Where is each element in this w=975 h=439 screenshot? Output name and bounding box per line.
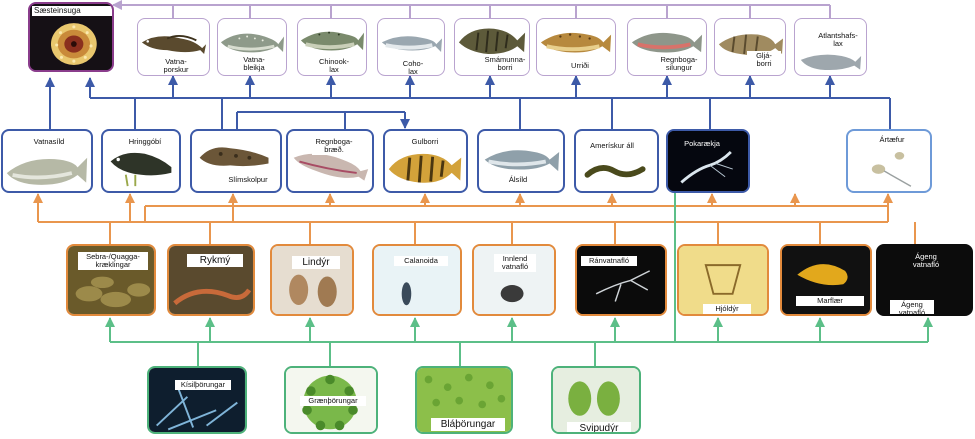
node-label: Coho- lax [396, 59, 430, 75]
node-flagellates[interactable]: Svipudýr [551, 366, 641, 434]
burbot-fish-icon [141, 35, 207, 55]
node-green-algae[interactable]: Grænþörungar [284, 366, 378, 434]
node-native-water-flea[interactable]: Innlend vatnafló [472, 244, 556, 316]
node-label: Grænþörungar [300, 396, 366, 406]
node-calanoid-copepods[interactable]: Calanoida [372, 244, 462, 316]
node-label: Innlend vatnafló [494, 254, 536, 272]
node-smallmouth-bass[interactable]: Smámunna- borri [454, 18, 530, 76]
atlantic-salmon-fish-icon [800, 54, 862, 71]
node-label: Kísilþörungar [175, 380, 231, 390]
links-forage-fish [45, 75, 891, 130]
water-flea-icon [871, 151, 912, 187]
node-label: Chinook- lax [314, 57, 354, 75]
node-chironomids[interactable]: Rykmý [167, 244, 255, 316]
chinook-salmon-fish-icon [300, 31, 365, 51]
node-label: Smámunna- borri [481, 55, 529, 73]
node-cyanobacteria[interactable]: Bláþörungar [415, 366, 513, 434]
diatoms-icon [149, 368, 245, 432]
node-rainbow-smelt[interactable]: Regnboga- bræð. [286, 129, 374, 193]
node-label: Ágeng vatnafló [884, 252, 968, 270]
node-label: Vatna- porskur [156, 57, 196, 75]
node-atlantic-salmon[interactable]: Atlantshafs- lax [794, 18, 867, 76]
node-predatory-water-flea[interactable]: Ránvatnafló [575, 244, 667, 316]
node-label: Rykmý [187, 254, 243, 267]
rainbow-smelt-fish-icon [293, 153, 369, 181]
node-coho-salmon[interactable]: Coho- lax [377, 18, 445, 76]
node-walleye[interactable]: Gljá- borri [714, 18, 786, 76]
node-label: Marflær [796, 296, 864, 306]
node-label: Vatna- bleikja [234, 55, 274, 73]
node-sea-lamprey[interactable]: Sæsteinsuga [28, 2, 114, 72]
yellow-perch-fish-icon [388, 153, 462, 183]
node-label: Gulborri [403, 137, 447, 147]
node-label: Pokarækja [678, 139, 726, 149]
node-round-goby[interactable]: Hringgóbí [101, 129, 181, 193]
node-lake-trout[interactable]: Vatna- bleikja [217, 18, 287, 76]
node-label: Vatnasíld [23, 137, 75, 147]
node-rainbow-trout[interactable]: Regnboga- silungur [627, 18, 707, 76]
node-label: Hringgóbí [121, 137, 169, 147]
links-top-predators [112, 0, 831, 18]
sculpin-fish-icon [199, 147, 269, 167]
node-label: Ártæfur [874, 135, 910, 145]
rainbow-trout-fish-icon [631, 32, 703, 53]
node-label: Ránvatnafló [581, 256, 637, 266]
node-label: Sebra-/Quagga- kræklingar [78, 252, 148, 270]
node-label: Hjóldýr [703, 304, 751, 314]
node-brown-trout[interactable]: Urriði [536, 18, 616, 76]
american-eel-icon [584, 165, 646, 178]
node-label: Slímskolpur [220, 175, 276, 185]
smallmouth-bass-fish-icon [458, 28, 526, 55]
node-lake-whitefish[interactable]: Vatnasíld [1, 129, 93, 193]
node-label: Lindýr [292, 256, 340, 269]
node-zebra-quagga-mussels[interactable]: Sebra-/Quagga- kræklingar [66, 244, 156, 316]
lake-whitefish-fish-icon [6, 157, 88, 185]
flagellates-icon [553, 368, 639, 432]
links-producers [105, 179, 933, 366]
round-goby-fish-icon [110, 152, 172, 187]
node-label: Svipudýr [567, 422, 631, 432]
node-mollusks[interactable]: Lindýr [270, 244, 354, 316]
node-burbot[interactable]: Vatna- porskur [137, 18, 210, 76]
node-label: Regnboga- bræð. [312, 137, 356, 155]
node-label: Calanoida [394, 256, 448, 266]
coho-salmon-fish-icon [381, 36, 443, 52]
node-label: Álsíld [497, 175, 539, 185]
node-label: Gljá- borri [747, 51, 781, 69]
node-spiny-water-flea[interactable]: Ártæfur [846, 129, 932, 193]
node-chinook-salmon[interactable]: Chinook- lax [297, 18, 367, 76]
node-label: Urriði [565, 61, 595, 71]
node-opossum-shrimp[interactable]: Pokarækja [666, 129, 750, 193]
node-yellow-perch[interactable]: Gulborri [383, 129, 468, 193]
node-rotifers[interactable]: Hjóldýr [677, 244, 769, 316]
lake-trout-fish-icon [220, 33, 285, 53]
walleye-fish-icon [718, 34, 784, 56]
node-label: Atlantshafs- lax [811, 31, 865, 49]
alewife-fish-icon [484, 150, 560, 172]
node-label: Bláþörungar [431, 418, 505, 431]
node-invasive-water-flea[interactable]: Ágeng vatnafló Ágeng vatnafló [876, 244, 973, 316]
node-label: Regnboga- silungur [656, 55, 702, 73]
node-label: Amerískur áll [580, 141, 644, 151]
links-invertebrates [33, 193, 916, 244]
node-diatoms[interactable]: Kísilþörungar [147, 366, 247, 434]
node-amphipods[interactable]: Marflær [780, 244, 872, 316]
node-american-eel[interactable]: Amerískur áll [574, 129, 659, 193]
node-label: Sæsteinsuga [32, 6, 112, 16]
node-sculpin[interactable]: Slímskolpur [190, 129, 282, 193]
rotifer-icon [679, 246, 767, 314]
brown-trout-fish-icon [540, 32, 612, 53]
node-label: Ágeng vatnafló [890, 300, 934, 314]
node-alewife[interactable]: Álsíld [477, 129, 565, 193]
